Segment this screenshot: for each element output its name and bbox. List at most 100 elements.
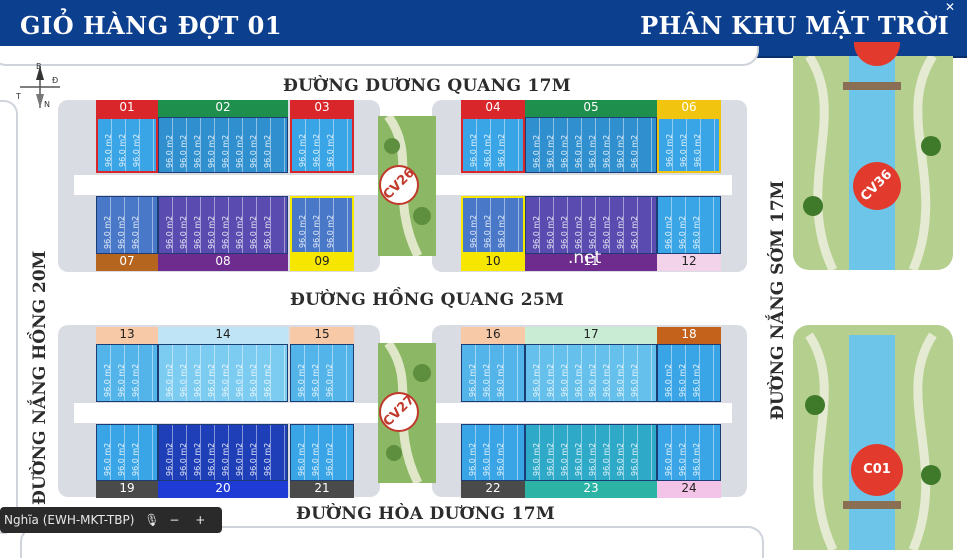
lot-unit[interactable]: 96.0 m2: [469, 198, 491, 252]
lot-unit[interactable]: 96.0 m2: [658, 345, 672, 401]
lot-unit[interactable]: 96.0 m2: [235, 345, 257, 401]
lot-unit[interactable]: 96.0 m2: [131, 425, 153, 480]
lot-unit[interactable]: 96.0 m2: [207, 118, 229, 172]
lot-unit[interactable]: 96.0 m2: [292, 119, 306, 171]
lot-unit[interactable]: 96.0 m2: [692, 425, 714, 480]
lot-group-label-08[interactable]: 08: [158, 254, 288, 271]
lot-unit[interactable]: 96.0 m2: [291, 425, 305, 480]
lot-unit[interactable]: 96.0 m2: [497, 119, 519, 171]
lot-unit[interactable]: 96.0 m2: [616, 197, 638, 253]
lot-group-label-16[interactable]: 16: [461, 327, 525, 344]
lot-group-label-05[interactable]: 05: [525, 100, 657, 117]
lot-unit[interactable]: 96.0 m2: [98, 119, 112, 171]
lot-unit[interactable]: 96.0 m2: [602, 345, 624, 401]
lot-unit[interactable]: 96.0 m2: [496, 425, 518, 480]
lot-unit[interactable]: 96.0 m2: [574, 118, 596, 172]
lot-unit[interactable]: 96.0 m2: [298, 119, 320, 171]
lot-group-label-20[interactable]: 20: [158, 481, 288, 498]
lot-unit[interactable]: 96.0 m2: [602, 197, 624, 253]
lot-group-label-09[interactable]: 09: [290, 254, 354, 271]
lot-unit[interactable]: 96.0 m2: [532, 118, 554, 172]
lot-unit[interactable]: 96.0 m2: [193, 425, 215, 480]
lot-unit[interactable]: 96.0 m2: [263, 197, 285, 253]
lot-unit[interactable]: 96.0 m2: [207, 425, 229, 480]
lot-unit[interactable]: 96.0 m2: [664, 425, 686, 480]
lot-group-label-13[interactable]: 13: [96, 327, 158, 344]
lot-unit[interactable]: 96.0 m2: [526, 425, 540, 480]
lot-unit[interactable]: 96.0 m2: [221, 197, 243, 253]
lot-unit[interactable]: 96.0 m2: [692, 345, 714, 401]
lot-unit[interactable]: 96.0 m2: [588, 425, 610, 480]
lot-unit[interactable]: 96.0 m2: [312, 198, 334, 252]
lot-unit[interactable]: 96.0 m2: [235, 425, 257, 480]
lot-unit[interactable]: 96.0 m2: [546, 118, 568, 172]
lot-group-label-21[interactable]: 21: [290, 481, 354, 498]
lot-unit[interactable]: 96.0 m2: [659, 119, 673, 171]
lot-unit[interactable]: 96.0 m2: [298, 198, 320, 252]
lot-unit[interactable]: 96.0 m2: [193, 118, 215, 172]
lot-unit[interactable]: 96.0 m2: [630, 425, 652, 480]
lot-unit[interactable]: 96.0 m2: [693, 119, 715, 171]
lot-unit[interactable]: 96.0 m2: [630, 197, 652, 253]
lot-unit[interactable]: 96.0 m2: [630, 345, 652, 401]
call-overlay[interactable]: Nghĩa (EWH-MKT-TBP) 🎙 − +: [0, 507, 222, 533]
lot-unit[interactable]: 96.0 m2: [526, 197, 540, 253]
lot-unit[interactable]: 96.0 m2: [664, 345, 686, 401]
lot-unit[interactable]: 96.0 m2: [118, 119, 140, 171]
lot-unit[interactable]: 96.0 m2: [207, 345, 229, 401]
lot-unit[interactable]: 96.0 m2: [497, 198, 519, 252]
lot-group-label-23[interactable]: 23: [525, 481, 657, 498]
lot-group-label-02[interactable]: 02: [158, 100, 288, 117]
lot-unit[interactable]: 96.0 m2: [574, 345, 596, 401]
zoom-out-button[interactable]: −: [169, 513, 180, 527]
lot-unit[interactable]: 96.0 m2: [679, 119, 701, 171]
lot-unit[interactable]: 96.0 m2: [179, 197, 201, 253]
lot-unit[interactable]: 96.0 m2: [292, 198, 306, 252]
lot-unit[interactable]: 96.0 m2: [658, 197, 672, 253]
lot-unit[interactable]: 96.0 m2: [482, 425, 504, 480]
lot-unit[interactable]: 96.0 m2: [326, 119, 348, 171]
lot-group-label-15[interactable]: 15: [290, 327, 354, 344]
lot-unit[interactable]: 96.0 m2: [325, 345, 347, 401]
lot-unit[interactable]: 96.0 m2: [104, 119, 126, 171]
lot-unit[interactable]: 96.0 m2: [179, 345, 201, 401]
lot-unit[interactable]: 96.0 m2: [165, 345, 187, 401]
lot-unit[interactable]: 96.0 m2: [678, 197, 700, 253]
lot-unit[interactable]: 96.0 m2: [97, 345, 111, 401]
lot-unit[interactable]: 96.0 m2: [665, 119, 687, 171]
lot-unit[interactable]: 96.0 m2: [165, 197, 187, 253]
lot-unit[interactable]: 96.0 m2: [297, 345, 319, 401]
lot-unit[interactable]: 96.0 m2: [193, 345, 215, 401]
lot-unit[interactable]: 96.0 m2: [546, 197, 568, 253]
lot-unit[interactable]: 96.0 m2: [221, 118, 243, 172]
lot-unit[interactable]: 96.0 m2: [546, 345, 568, 401]
lot-unit[interactable]: 96.0 m2: [311, 425, 333, 480]
lot-group-label-22[interactable]: 22: [461, 481, 525, 498]
lot-unit[interactable]: 96.0 m2: [117, 197, 139, 253]
lot-unit[interactable]: 96.0 m2: [263, 425, 285, 480]
lot-unit[interactable]: 96.0 m2: [658, 425, 672, 480]
lot-unit[interactable]: 96.0 m2: [526, 345, 540, 401]
lot-unit[interactable]: 96.0 m2: [117, 345, 139, 401]
mic-muted-icon[interactable]: 🎙: [144, 513, 160, 527]
lot-group-label-12[interactable]: 12: [657, 254, 721, 271]
lot-unit[interactable]: 96.0 m2: [159, 197, 173, 253]
lot-unit[interactable]: 96.0 m2: [468, 345, 490, 401]
lot-unit[interactable]: 96.0 m2: [326, 198, 348, 252]
lot-unit[interactable]: 96.0 m2: [462, 345, 476, 401]
lot-unit[interactable]: 96.0 m2: [165, 425, 187, 480]
